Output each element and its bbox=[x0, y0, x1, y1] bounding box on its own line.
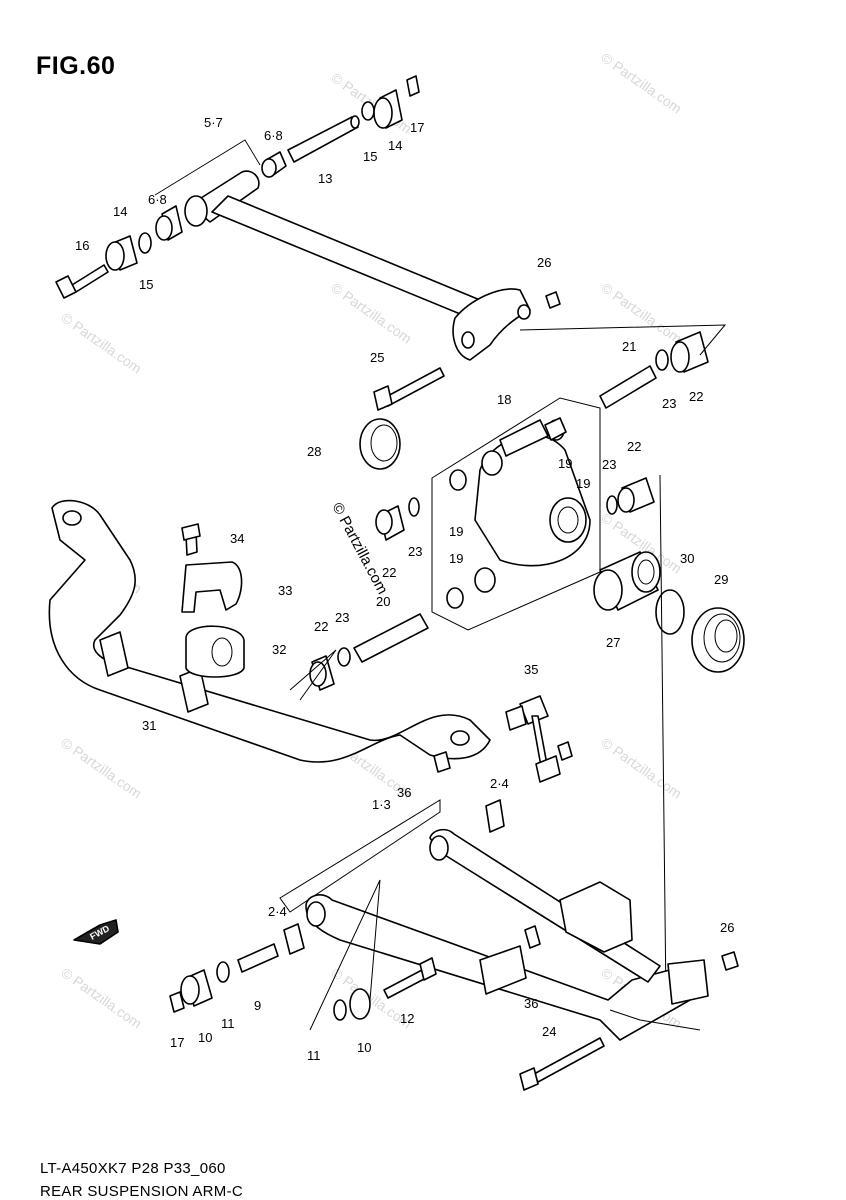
callout-label: 14 bbox=[113, 204, 127, 219]
knuckle-assembly bbox=[375, 324, 745, 1001]
callout-label: 9 bbox=[254, 998, 261, 1013]
callout-label: 22 bbox=[314, 619, 328, 634]
callout-label: 17 bbox=[170, 1035, 184, 1050]
callout-label: 19 bbox=[449, 551, 463, 566]
callout-label: 11 bbox=[221, 1016, 235, 1031]
callout-label: 14 bbox=[388, 138, 402, 153]
callout-label: 27 bbox=[606, 635, 620, 650]
callout-label: 33 bbox=[278, 583, 292, 598]
callout-label: 19 bbox=[558, 456, 572, 471]
callout-label: 16 bbox=[75, 238, 89, 253]
callout-label: 32 bbox=[272, 642, 286, 657]
callout-label: 31 bbox=[142, 718, 156, 733]
callout-label: 22 bbox=[627, 439, 641, 454]
callout-label: 30 bbox=[680, 551, 694, 566]
callout-label: 23 bbox=[602, 457, 616, 472]
callout-label: 6·8 bbox=[148, 192, 167, 207]
watermark: © Partzilla.com bbox=[58, 964, 144, 1031]
callout-label: 36 bbox=[524, 996, 538, 1011]
callout-label: 21 bbox=[622, 339, 636, 354]
callout-labels: 5·7 6·8 6·8 13 14 15 17 16 14 15 26 25 2… bbox=[75, 115, 734, 1063]
callout-label: 24 bbox=[542, 1024, 556, 1039]
callout-label: 2·4 bbox=[490, 776, 509, 791]
callout-label: 34 bbox=[230, 531, 244, 546]
callout-label: 15 bbox=[363, 149, 377, 164]
callout-label: 23 bbox=[335, 610, 349, 625]
callout-label: 11 bbox=[307, 1048, 321, 1063]
callout-label: 13 bbox=[318, 171, 332, 186]
callout-label: 10 bbox=[357, 1040, 371, 1055]
callout-label: 23 bbox=[662, 396, 676, 411]
diagram-code: LT-A450XK7 P28 P33_060 bbox=[40, 1160, 226, 1177]
callout-label: 15 bbox=[139, 277, 153, 292]
fwd-arrow: FWD bbox=[73, 919, 119, 945]
callout-label: 22 bbox=[382, 565, 396, 580]
callout-label: 26 bbox=[537, 255, 551, 270]
callout-label: 35 bbox=[524, 662, 538, 677]
callout-label: 20 bbox=[376, 594, 390, 609]
callout-label: 1·3 bbox=[372, 797, 391, 812]
callout-label: 10 bbox=[198, 1030, 212, 1045]
callout-label: 22 bbox=[689, 389, 703, 404]
lower-arm-assembly bbox=[169, 799, 739, 1091]
callout-label: 5·7 bbox=[204, 115, 223, 130]
callout-label: 25 bbox=[370, 350, 384, 365]
watermark: © Partzilla.com bbox=[58, 309, 144, 376]
callout-label: 36 bbox=[397, 785, 411, 800]
callout-label: 19 bbox=[449, 524, 463, 539]
callout-label: 18 bbox=[497, 392, 511, 407]
callout-label: 23 bbox=[408, 544, 422, 559]
callout-label: 19 bbox=[576, 476, 590, 491]
callout-label: 17 bbox=[410, 120, 424, 135]
upper-arm-assembly bbox=[55, 75, 561, 470]
callout-label: 26 bbox=[720, 920, 734, 935]
callout-label: 28 bbox=[307, 444, 321, 459]
figure-title: FIG.60 bbox=[36, 52, 116, 80]
diagram-name: REAR SUSPENSION ARM-C bbox=[40, 1183, 243, 1200]
callout-label: 29 bbox=[714, 572, 728, 587]
watermark: © Partzilla.com bbox=[598, 49, 684, 116]
stabilizer-bar bbox=[48, 499, 573, 783]
watermark: © Partzilla.com bbox=[598, 734, 684, 801]
callout-label: 6·8 bbox=[264, 128, 283, 143]
watermark: © Partzilla.com bbox=[598, 279, 684, 346]
callout-label: 2·4 bbox=[268, 904, 287, 919]
callout-label: 12 bbox=[400, 1011, 414, 1026]
watermark: © Partzilla.com bbox=[58, 734, 144, 801]
